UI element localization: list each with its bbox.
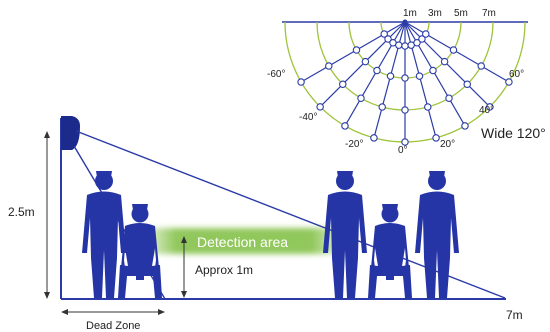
angle-label-neg40: -40° [299,112,317,123]
detection-node [297,78,305,86]
detection-node [357,94,365,102]
distance-label: 7m [506,308,523,322]
range-label-7m: 7m [482,8,496,19]
detection-spokes [300,21,510,142]
detection-node [424,103,432,111]
detection-node [339,80,347,88]
detection-node [325,62,333,70]
height-label: 2.5m [8,205,35,219]
angle-labels: -60° 60° -40° 40° -20° 20° 0° [267,69,524,156]
detection-spoke [344,21,406,127]
angle-label-0: 0° [398,145,408,156]
height-arrow [44,131,50,299]
sensor-origin [402,19,408,25]
detection-node [386,72,395,80]
detection-node [429,66,437,75]
detection-node [373,66,381,75]
detection-node [401,74,409,82]
detection-node [380,30,388,38]
angle-label-neg60: -60° [267,69,285,80]
standing-person-icon [415,171,459,298]
range-labels: 1m 3m 5m 7m [403,8,496,19]
detection-area-band [138,228,350,254]
detection-node [370,134,378,142]
detection-node [361,57,370,66]
detection-node [413,39,421,47]
detection-spoke [404,21,510,83]
approx-height-label: Approx 1m [195,263,253,277]
angle-label-60: 60° [509,69,524,80]
detection-nodes [297,30,513,146]
sensor-device [61,116,80,150]
detection-node [486,103,494,111]
detection-node [477,62,485,70]
detection-node [352,46,361,54]
sitting-person-icon [118,204,162,298]
range-label-3m: 3m [428,8,442,19]
angle-label-neg20: -20° [345,139,363,150]
detection-node [341,122,349,130]
detection-spoke [373,21,406,139]
detection-node [395,41,403,49]
detection-node [401,138,409,146]
approx-height-arrow [181,236,187,298]
range-label-1m: 1m [403,8,417,19]
detection-spoke [300,21,406,83]
detection-node [401,106,409,114]
dead-zone-arrow [61,309,165,315]
detection-area-label: Detection area [197,234,288,250]
detection-spoke [404,21,466,127]
detection-node [401,42,409,50]
detection-node [445,94,453,102]
detection-node [415,72,424,80]
detection-node [432,134,440,142]
detection-spoke [404,21,491,108]
range-label-5m: 5m [454,8,468,19]
detection-node [378,103,386,111]
detection-node [316,103,324,111]
detection-node [461,122,469,130]
detection-spoke [404,21,437,139]
detection-node [463,80,471,88]
detection-node [418,35,426,43]
sitting-person-icon [368,204,412,298]
detection-node [449,46,458,54]
detection-node [384,35,392,43]
detection-node [505,78,513,86]
angle-label-20: 20° [440,139,455,150]
side-view: Detection area 2.5m Appr [8,116,523,332]
detection-spoke [319,21,406,108]
wide-angle-label: Wide 120° [481,125,546,141]
detection-node [440,57,449,66]
angle-label-40: 40° [479,105,494,116]
top-view [282,19,528,146]
dead-zone-label: Dead Zone [86,320,140,332]
detection-node [422,30,430,38]
